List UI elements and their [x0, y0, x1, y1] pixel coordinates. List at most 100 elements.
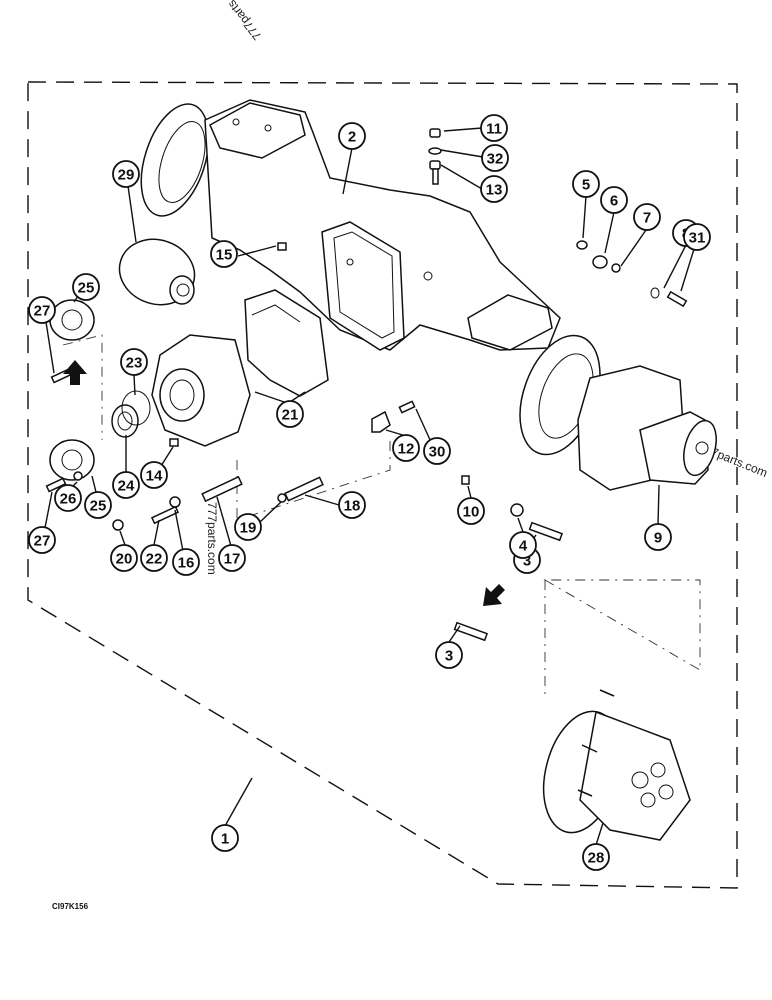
callout-number: 27: [34, 533, 51, 550]
callout-circle: [600, 186, 628, 214]
callout-number: 18: [344, 498, 361, 515]
callout-number: 23: [126, 355, 143, 372]
callout-30: 30: [423, 437, 451, 465]
differential: [118, 238, 196, 306]
callout-9: 9: [644, 523, 672, 551]
callout-circle: [110, 544, 138, 572]
axle-housing: [140, 99, 561, 351]
callout-circle: [572, 170, 600, 198]
callout-number: 28: [588, 850, 605, 867]
callout-number: 5: [582, 177, 590, 194]
callout-27a: 27: [28, 296, 56, 324]
callout-4: 4: [509, 531, 537, 559]
callout-number: 19: [240, 520, 257, 537]
callout-circle: [112, 471, 140, 499]
callout-number: 20: [116, 551, 133, 568]
callout-circle: [84, 491, 112, 519]
callout-circle: [140, 461, 168, 489]
callout-number: 6: [610, 193, 618, 210]
callout-circle: [392, 434, 420, 462]
callout-number: 16: [178, 555, 195, 572]
callout-number: 14: [146, 468, 163, 485]
callout-circle: [423, 437, 451, 465]
callout-circle: [644, 523, 672, 551]
callout-circle: [218, 544, 246, 572]
bearing-sub-boundary: [62, 334, 103, 440]
callout-15: 15: [210, 240, 238, 268]
callout-14: 14: [140, 461, 168, 489]
callout-circle: [683, 223, 711, 251]
callout-circle: [457, 497, 485, 525]
callout-number: 24: [118, 478, 135, 495]
callout-26: 26: [54, 484, 82, 512]
callout-number: 4: [519, 538, 528, 555]
bearing-carrier: [244, 289, 329, 397]
callout-circle: [28, 526, 56, 554]
callout-5: 5: [572, 170, 600, 198]
callout-number: 12: [398, 441, 415, 458]
callout-circle: [480, 114, 508, 142]
watermark-top: 777parts.com: [209, 0, 265, 43]
callout-12: 12: [392, 434, 420, 462]
callout-number: 32: [487, 151, 504, 168]
callout-19: 19: [234, 513, 262, 541]
callout-13: 13: [480, 175, 508, 203]
callout-18: 18: [338, 491, 366, 519]
callout-circle: [234, 513, 262, 541]
callout-10: 10: [457, 497, 485, 525]
callout-24: 24: [112, 471, 140, 499]
callout-circle: [338, 122, 366, 150]
callout-number: 3: [445, 648, 453, 665]
callout-20: 20: [110, 544, 138, 572]
callout-number: 27: [34, 303, 51, 320]
callout-circle: [481, 144, 509, 172]
callout-number: 13: [486, 182, 503, 199]
wheel-hub: [577, 365, 717, 491]
callout-number: 29: [118, 167, 135, 184]
direction-arrow-down-left: [483, 584, 505, 606]
callout-circle: [480, 175, 508, 203]
carrier-sub-boundary: [236, 440, 391, 521]
callout-32: 32: [481, 144, 509, 172]
callout-number: 31: [689, 230, 706, 247]
callout-16: 16: [172, 548, 200, 576]
callout-circle: [633, 203, 661, 231]
callout-group: 1233456789101112131415161718192021222324…: [28, 114, 711, 871]
callout-22: 22: [140, 544, 168, 572]
direction-arrow-up: [63, 360, 87, 385]
callout-number: 30: [429, 444, 446, 461]
figure-code: CI97K156: [52, 902, 89, 911]
callout-number: 7: [643, 210, 651, 227]
callout-circle: [211, 824, 239, 852]
callout-circle: [435, 641, 463, 669]
callout-circle: [28, 296, 56, 324]
callout-number: 22: [146, 551, 163, 568]
callout-7: 7: [633, 203, 661, 231]
brake-sub-boundary: [543, 579, 701, 700]
small-parts: [45, 128, 688, 642]
callout-17: 17: [218, 544, 246, 572]
brake-assembly: [542, 689, 691, 841]
callout-25b: 25: [84, 491, 112, 519]
differential-carrier: [151, 334, 251, 447]
callout-number: 25: [90, 498, 107, 515]
callout-number: 15: [216, 247, 233, 264]
callout-number: 1: [221, 831, 229, 848]
callout-2: 2: [338, 122, 366, 150]
callout-circle: [338, 491, 366, 519]
callout-circle: [276, 400, 304, 428]
callout-number: 3: [523, 553, 531, 570]
callout-21: 21: [276, 400, 304, 428]
callout-circle: [54, 484, 82, 512]
watermark-left: 777parts.com: [205, 502, 219, 575]
callout-31: 31: [683, 223, 711, 251]
assembly-boundary: [27, 81, 738, 889]
callout-11: 11: [480, 114, 508, 142]
leader-lines: [42, 127, 695, 846]
callout-number: 25: [78, 280, 95, 297]
callout-27b: 27: [28, 526, 56, 554]
callout-29: 29: [112, 160, 140, 188]
callout-3b: 3: [435, 641, 463, 669]
callout-number: 21: [282, 407, 299, 424]
